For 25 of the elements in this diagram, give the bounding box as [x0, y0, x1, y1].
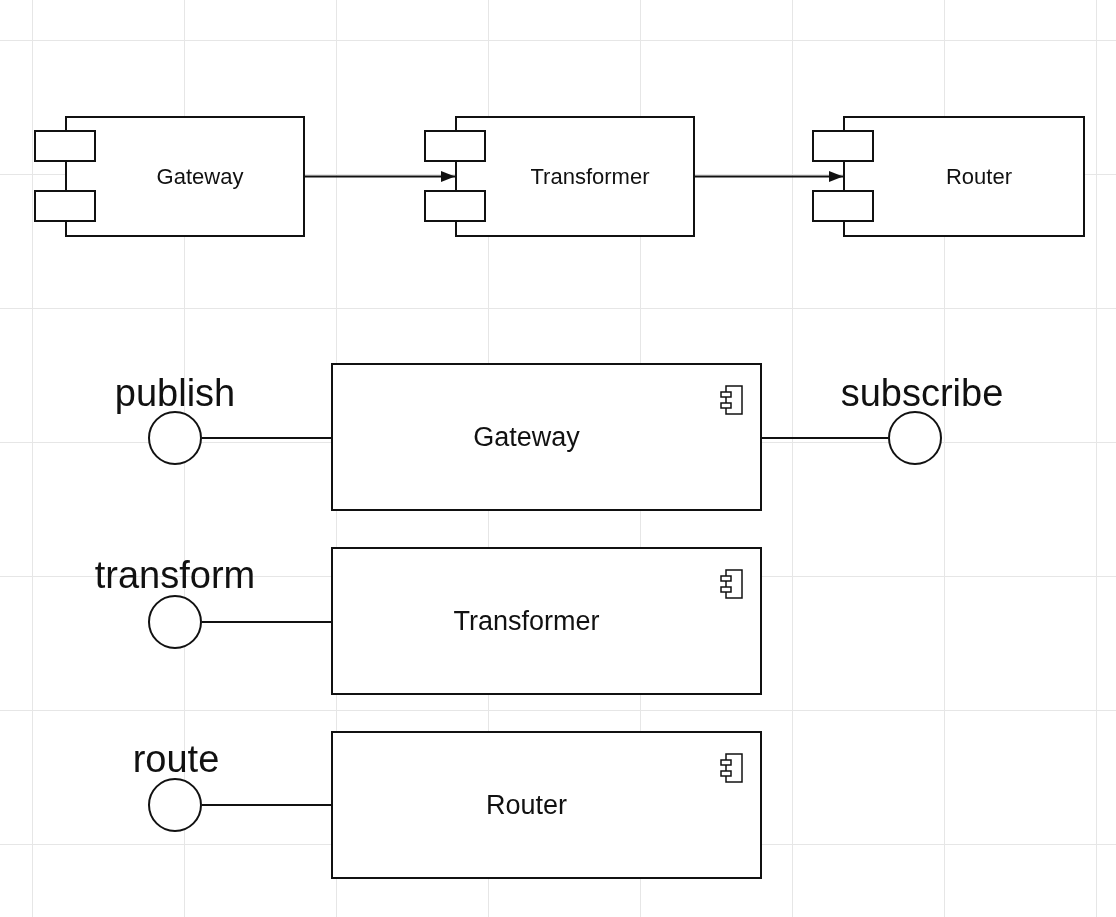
- component-box: [331, 363, 762, 511]
- component-name: Gateway: [156, 163, 244, 190]
- component-box: [843, 116, 1085, 237]
- connector-line: [201, 804, 332, 806]
- component-box: [65, 116, 305, 237]
- component-name: Transformer: [453, 605, 600, 637]
- interface-label: subscribe: [840, 374, 1004, 412]
- component-name: Router: [485, 789, 567, 821]
- component-name: Transformer: [530, 163, 650, 190]
- connector-line: [201, 437, 332, 439]
- interface-circle: [888, 411, 942, 465]
- interface-circle: [148, 778, 202, 832]
- connector-line: [201, 621, 332, 623]
- interface-label: route: [132, 740, 220, 778]
- component-name: Gateway: [473, 421, 580, 453]
- interface-label: transform: [94, 556, 256, 594]
- connector-line: [761, 437, 889, 439]
- component-box: [331, 547, 762, 695]
- arrow: [304, 170, 456, 183]
- component-box: [331, 731, 762, 879]
- arrow: [694, 170, 844, 183]
- interface-circle: [148, 595, 202, 649]
- component-box: [455, 116, 695, 237]
- interface-label: publish: [114, 374, 236, 412]
- component-name: Router: [945, 163, 1012, 190]
